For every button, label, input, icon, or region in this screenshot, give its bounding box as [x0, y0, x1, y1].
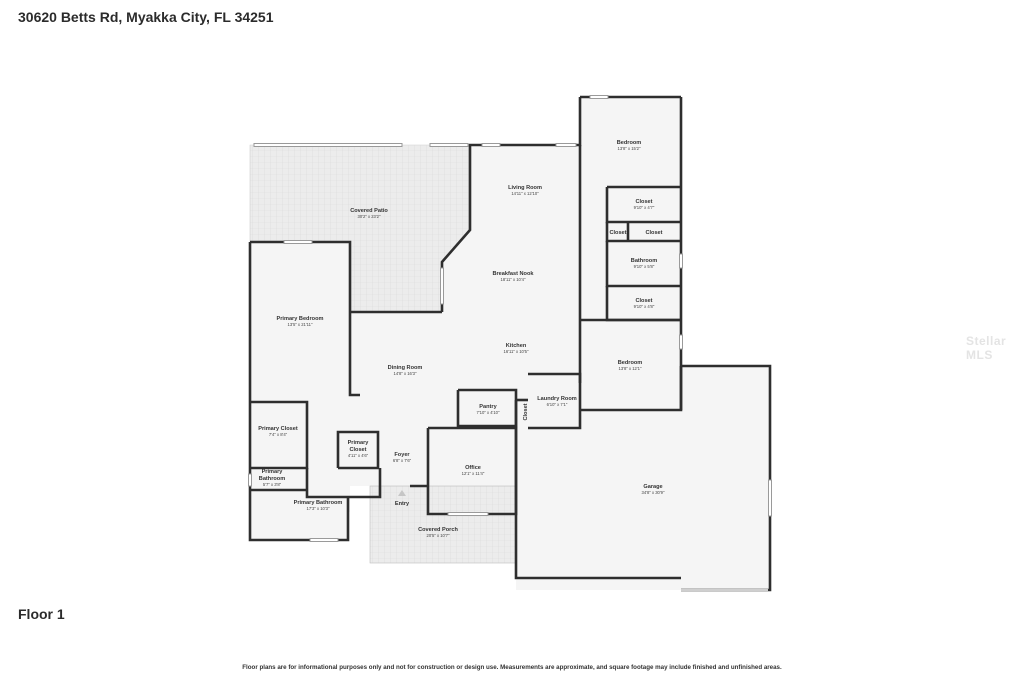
pantry-dim: 7'10" x 4'10": [477, 410, 500, 415]
room-labels: Covered Patio 30'2" x 23'2" Living Room …: [258, 140, 665, 538]
bathroom-dim: 9'10" x 5'8": [634, 264, 655, 269]
dining-room-dim: 14'8" x 16'3": [394, 371, 417, 376]
bedroom-top-dim: 13'8" x 15'2": [618, 146, 641, 151]
covered-patio-name: Covered Patio: [350, 208, 388, 214]
primary-bathroom-name: Primary Bathroom: [294, 500, 343, 506]
closet-c-name: Closet: [645, 230, 662, 236]
living-room-name: Living Room: [508, 185, 542, 191]
primary-closet-2-name-line1: Primary: [348, 440, 370, 446]
laundry-room-dim: 6'10" x 7'1": [547, 402, 568, 407]
covered-patio-dim: 30'2" x 23'2": [358, 214, 381, 219]
covered-porch-area: [369, 485, 517, 564]
primary-closet-2-dim: 4'11" x 4'6": [348, 453, 369, 458]
pantry-name: Pantry: [479, 404, 497, 410]
living-room-dim: 14'11" x 12'10": [511, 191, 539, 196]
bedroom-bottom-dim: 13'8" x 12'1": [619, 366, 642, 371]
primary-bedroom-dim: 13'5" x 21'11": [288, 322, 313, 327]
garage-name: Garage: [643, 484, 662, 490]
closet-d-name: Closet: [635, 298, 652, 304]
primary-bathroom-small-line1: Primary: [262, 469, 284, 475]
foyer-name: Foyer: [394, 452, 410, 458]
foyer-dim: 6'8" x 7'6": [393, 458, 412, 463]
primary-bathroom-small-line2: Bathroom: [259, 476, 285, 482]
primary-bathroom-dim: 17'3" x 10'3": [307, 506, 330, 511]
dining-room-name: Dining Room: [388, 365, 423, 371]
primary-closet-dim: 7'4" x 8'4": [269, 432, 288, 437]
bedroom-top-name: Bedroom: [617, 140, 642, 146]
floor-label: Floor 1: [18, 606, 65, 622]
closet-a-dim: 9'10" x 4'7": [634, 205, 655, 210]
primary-bathroom-small-dim: 5'7" x 3'8": [263, 482, 282, 487]
closet-b-name: Closet: [609, 230, 626, 236]
laundry-closet-name: Closet: [523, 403, 529, 420]
watermark: Stellar MLS: [966, 334, 1007, 362]
floor-fill: [250, 97, 770, 590]
entry-arrow-icon: [398, 490, 406, 496]
covered-porch-dim: 20'5" x 10'7": [427, 533, 450, 538]
garage-dim: 34'8" x 30'9": [642, 490, 665, 495]
primary-closet-name: Primary Closet: [258, 426, 298, 432]
disclaimer-text: Floor plans are for informational purpos…: [242, 664, 782, 671]
breakfast-nook-name: Breakfast Nook: [492, 271, 534, 277]
bedroom-bottom-name: Bedroom: [618, 360, 643, 366]
laundry-room-name: Laundry Room: [537, 396, 576, 402]
walls: [248, 95, 772, 592]
primary-closet-2-name-line2: Closet: [349, 447, 366, 453]
entry-name: Entry: [395, 501, 410, 507]
windows: [248, 95, 772, 542]
covered-porch-name: Covered Porch: [418, 527, 458, 533]
office-dim: 12'1" x 11'4": [462, 471, 485, 476]
closet-a-name: Closet: [635, 199, 652, 205]
kitchen-name: Kitchen: [506, 343, 527, 349]
office-name: Office: [465, 465, 481, 471]
kitchen-dim: 16'11" x 10'5": [504, 349, 529, 354]
breakfast-nook-dim: 18'11" x 10'4": [501, 277, 526, 282]
bathroom-name: Bathroom: [631, 258, 657, 264]
closet-d-dim: 9'10" x 4'8": [634, 304, 655, 309]
property-address: 30620 Betts Rd, Myakka City, FL 34251: [18, 9, 274, 25]
primary-bedroom-name: Primary Bedroom: [277, 316, 324, 322]
